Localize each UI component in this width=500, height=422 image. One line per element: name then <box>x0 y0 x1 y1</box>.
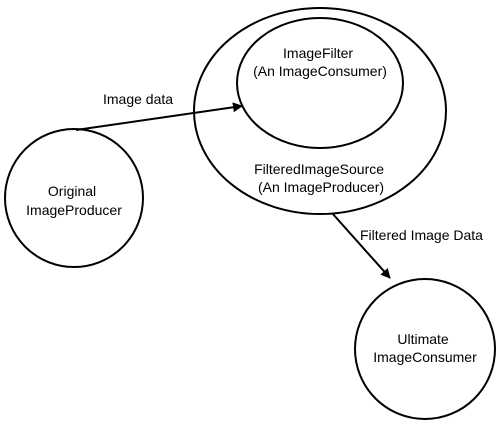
original-producer-label: Original ImageProducer <box>26 183 122 218</box>
image-filter-label-line-2: (An ImageConsumer) <box>253 63 387 79</box>
filtered-image-source-node: FilteredImageSource (An ImageProducer) <box>193 7 447 215</box>
ultimate-consumer-node: Ultimate ImageConsumer <box>354 278 496 420</box>
ultimate-consumer-circle <box>354 278 496 420</box>
image-filter-node: ImageFilter (An ImageConsumer) <box>236 17 404 149</box>
filtered-image-data-arrow <box>331 212 391 279</box>
image-data-label: Image data <box>103 91 173 107</box>
ultimate-consumer-label-line-2: ImageConsumer <box>373 349 477 365</box>
image-filter-ellipse <box>236 17 404 149</box>
filtered-image-source-label-line-2: (An ImageProducer) <box>258 179 384 195</box>
filtered-image-source-label: FilteredImageSource (An ImageProducer) <box>254 161 388 195</box>
filtered-image-source-label-line-1: FilteredImageSource <box>254 161 384 177</box>
image-data-edge: Image data <box>75 91 243 131</box>
filtered-image-data-label: Filtered Image Data <box>360 227 483 243</box>
original-producer-node: Original ImageProducer <box>4 128 144 268</box>
image-filter-label: ImageFilter (An ImageConsumer) <box>253 45 387 79</box>
image-data-arrow <box>75 102 243 131</box>
filtered-image-source-ellipse <box>193 7 447 215</box>
image-filter-label-line-1: ImageFilter <box>283 45 353 61</box>
original-producer-circle <box>4 128 144 268</box>
original-producer-label-line-1: Original <box>48 183 96 199</box>
ultimate-consumer-label: Ultimate ImageConsumer <box>373 331 477 365</box>
original-producer-label-line-2: ImageProducer <box>26 202 122 218</box>
filtered-image-data-edge: Filtered Image Data <box>331 212 483 279</box>
ultimate-consumer-label-line-1: Ultimate <box>397 331 449 347</box>
